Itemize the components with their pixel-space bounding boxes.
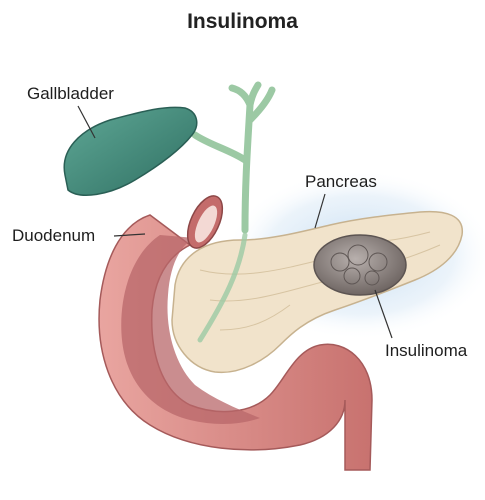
label-duodenum: Duodenum [12, 226, 95, 246]
label-gallbladder: Gallbladder [27, 84, 114, 104]
gallbladder-organ [64, 107, 197, 195]
diagram-title: Insulinoma [0, 10, 485, 34]
label-insulinoma: Insulinoma [385, 341, 467, 361]
label-pancreas: Pancreas [305, 172, 377, 192]
